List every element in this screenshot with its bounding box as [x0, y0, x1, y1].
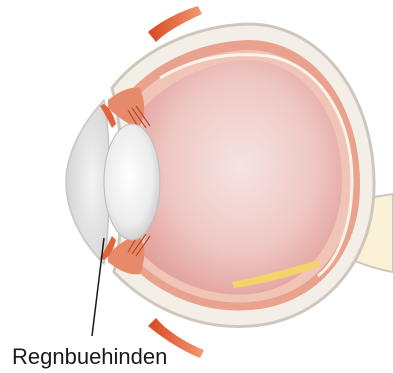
lens: [104, 124, 160, 240]
iris-label: Regnbuehinden: [12, 344, 167, 369]
cornea: [66, 100, 109, 264]
vitreous-body: [140, 60, 342, 295]
